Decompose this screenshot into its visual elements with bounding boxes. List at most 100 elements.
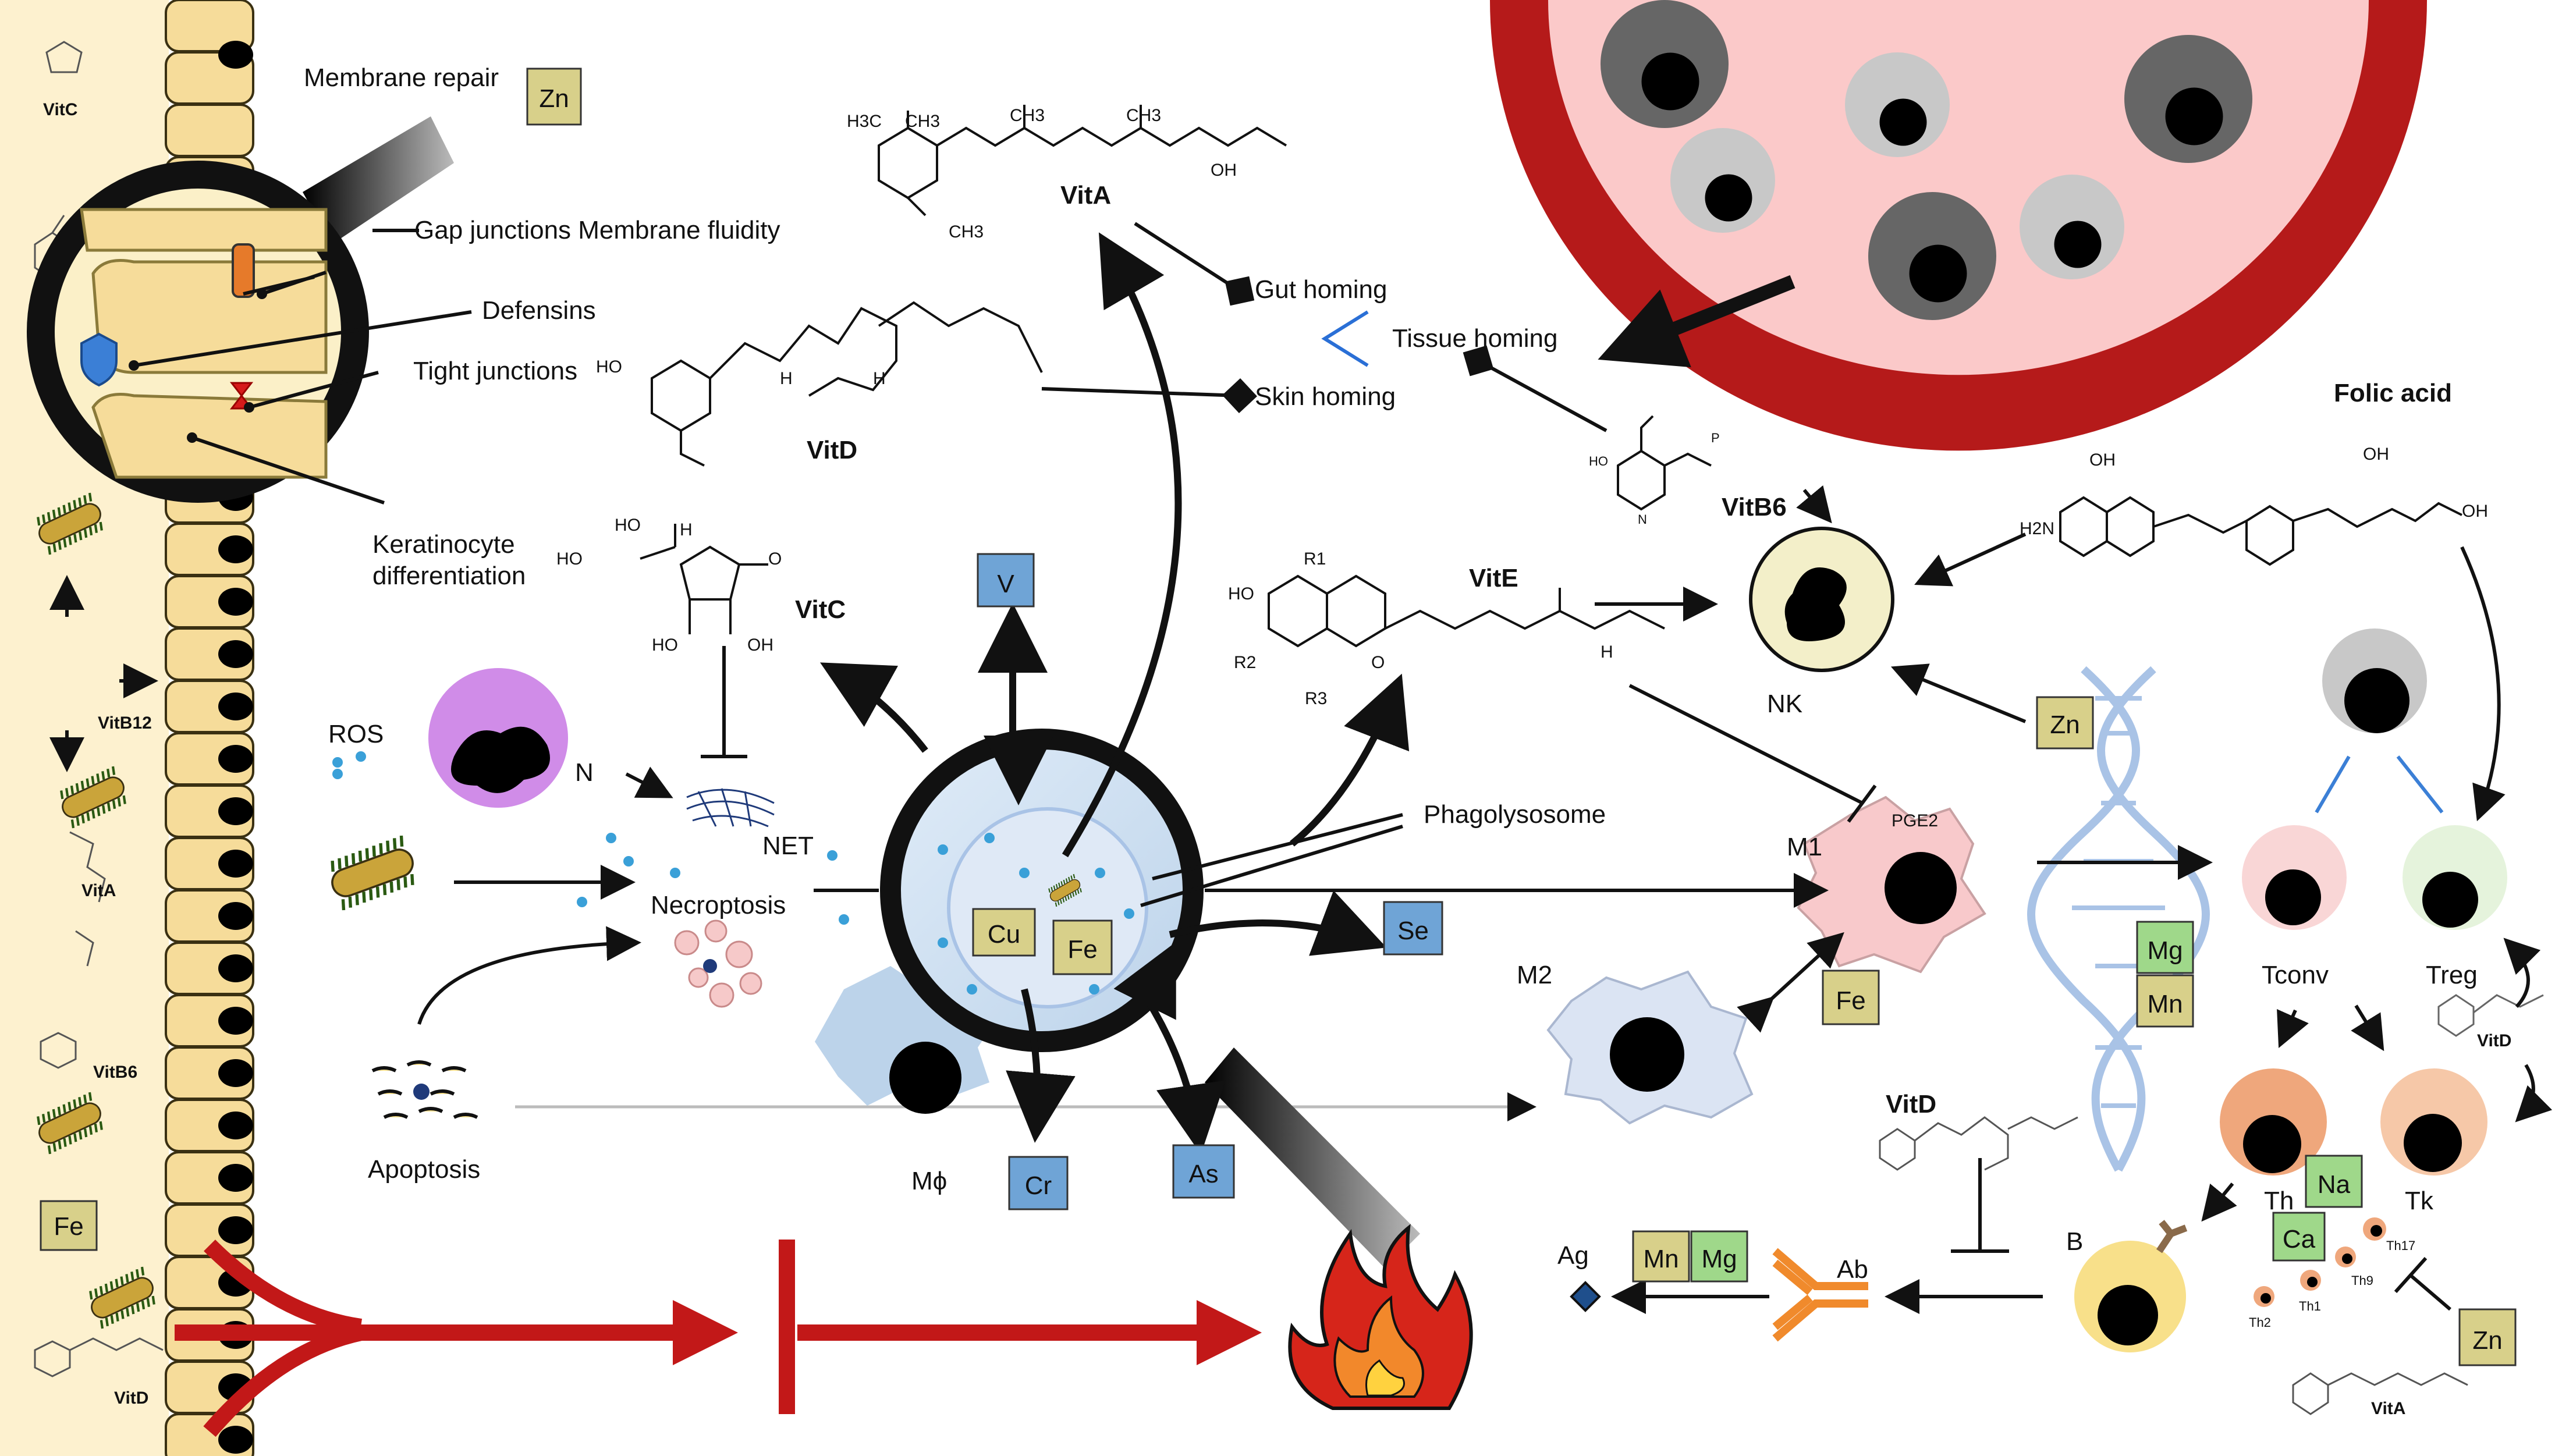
phagolysosome-lines: [1140, 813, 1403, 907]
th2-label: Th2: [2249, 1315, 2271, 1330]
vita-oh: OH: [1211, 161, 1237, 180]
nk-cell: [1749, 527, 1894, 672]
vita-ch3-a: CH3: [905, 112, 940, 131]
vite-r3: R3: [1305, 689, 1327, 708]
keratinocyte-cell: [165, 837, 254, 890]
bacterium-icon: [331, 835, 414, 911]
keratinocyte-cell: [165, 523, 254, 576]
bacterium-icon: [1048, 873, 1082, 907]
fe-m2-box: Fe: [1822, 970, 1880, 1025]
vitd-to-treg-arrow: [2503, 937, 2541, 1008]
keratinocyte-cell: [165, 627, 254, 681]
ca-label: Ca: [2283, 1225, 2316, 1253]
left-bacteria: [37, 492, 155, 1329]
gut-homing-label: Gut homing: [1255, 275, 1387, 304]
vite-o: O: [1371, 653, 1385, 672]
blood-cell: [1670, 128, 1775, 233]
vitb6-p: P: [1711, 431, 1720, 445]
vitb12-arrows: [49, 575, 158, 772]
gap-junction-icon: [232, 243, 255, 298]
vitb6-to-nk-arrow: [1796, 485, 1832, 524]
vita-structure-icon: [878, 105, 1287, 216]
zn-top-box: Zn: [526, 68, 582, 126]
vessel-exit-arrow: [1598, 275, 1795, 368]
keratinocyte-cell: [165, 942, 254, 995]
callout-lines: [133, 229, 472, 505]
n-to-net-arrow: [625, 766, 673, 798]
apoptosis-label: Apoptosis: [368, 1155, 480, 1184]
keratinocyte-label: Keratinocyte: [372, 530, 515, 559]
th-cell: [2220, 1068, 2327, 1176]
vitb6-structure-icon: [1617, 415, 1712, 511]
vitd-right-molecule-icon: [1879, 1116, 2078, 1171]
blood-cell: [2124, 35, 2252, 163]
vitc-oh: OH: [747, 635, 773, 655]
fe-left-box: Fe: [40, 1200, 98, 1251]
folic-acid-title: Folic acid: [2334, 379, 2452, 407]
zn-bottom-inhibit: [2394, 1256, 2451, 1311]
zn-top-label: Zn: [539, 84, 569, 113]
center-magnifier-handle-icon: [1205, 1047, 1420, 1269]
mphi-label: Mϕ: [911, 1167, 947, 1195]
zn-nk-label: Zn: [2050, 711, 2080, 739]
m1-label: M1: [1787, 833, 1822, 861]
tconv-cell: [2242, 825, 2347, 930]
vita-side-label: VitA: [81, 881, 116, 900]
treg-cell: [2403, 825, 2507, 930]
fe-m2-label: Fe: [1836, 986, 1865, 1015]
zn-bottom-box: Zn: [2458, 1308, 2517, 1366]
blood-cell: [1601, 0, 1729, 128]
cr-label: Cr: [1025, 1171, 1052, 1200]
phagolysosome-label: Phagolysosome: [1424, 800, 1606, 829]
vite-main-label: VitE: [1469, 564, 1518, 592]
vita-ch3-d: CH3: [949, 222, 984, 242]
th1-label: Th1: [2299, 1299, 2321, 1313]
as-box: As: [1172, 1144, 1235, 1199]
mg-dna-label: Mg: [2147, 936, 2183, 965]
flame-icon: [1288, 1224, 1473, 1410]
keratinocyte-cell: [165, 575, 254, 628]
vita-small-label: VitA: [2371, 1399, 2405, 1418]
tight-junctions-label: Tight junctions: [413, 357, 577, 385]
bacterium-icon: [331, 835, 414, 911]
vite-ho: HO: [1228, 584, 1254, 603]
vitc-ho-a: HO: [615, 516, 641, 535]
tk-label: Tk: [2405, 1187, 2434, 1215]
inflammation-pathway: [175, 1240, 1262, 1437]
vitb6-ho: HO: [1589, 454, 1608, 468]
vite-r2: R2: [1234, 653, 1256, 672]
folic-oh-b: OH: [2363, 445, 2389, 464]
tight-junction-icon: [229, 382, 254, 410]
center-radiating-arrows: [820, 232, 1410, 1155]
vitc-ho-b: HO: [556, 549, 583, 569]
b-label: B: [2066, 1227, 2083, 1256]
vitd-inhibit: [1951, 1158, 2009, 1253]
folic-to-treg-arrow: [2460, 546, 2506, 822]
vita-ch3-c: CH3: [1126, 106, 1161, 125]
vita-h3c: H3C: [847, 112, 882, 131]
zn-to-nk-arrow: [1890, 663, 2027, 723]
vitb6-n: N: [1638, 512, 1647, 527]
vitd-to-tk-arrow: [2515, 1064, 2553, 1123]
tconv-label: Tconv: [2262, 961, 2329, 989]
vitc-h: H: [680, 520, 693, 539]
th-to-b-arrow: [2201, 1182, 2237, 1222]
keratinocyte-cell: [165, 784, 254, 838]
antigen-icon: [1570, 1281, 1601, 1312]
vitc-inhibit-line: [701, 646, 747, 758]
vitb6-main-label: VitB6: [1722, 493, 1787, 521]
mn-mg-ab-boxes: Mn Mg: [1632, 1230, 1748, 1283]
th-label: Th: [2264, 1187, 2294, 1215]
v-box: V: [977, 553, 1035, 608]
vita-main-label: VitA: [1060, 181, 1111, 209]
ros-dots: [332, 751, 849, 925]
b-cell: [2074, 1220, 2188, 1352]
bacterium-icon: [89, 1266, 155, 1329]
vitb6-side-label: VitB6: [93, 1063, 137, 1082]
blood-cell: [1845, 52, 1950, 157]
zn-nk-box: Zn: [2036, 696, 2094, 750]
vita-ch3-b: CH3: [1010, 106, 1045, 125]
vita-bottom-molecule-icon: [2292, 1372, 2468, 1415]
mg-mn-dna-boxes: Mg Mn: [2136, 921, 2194, 1028]
